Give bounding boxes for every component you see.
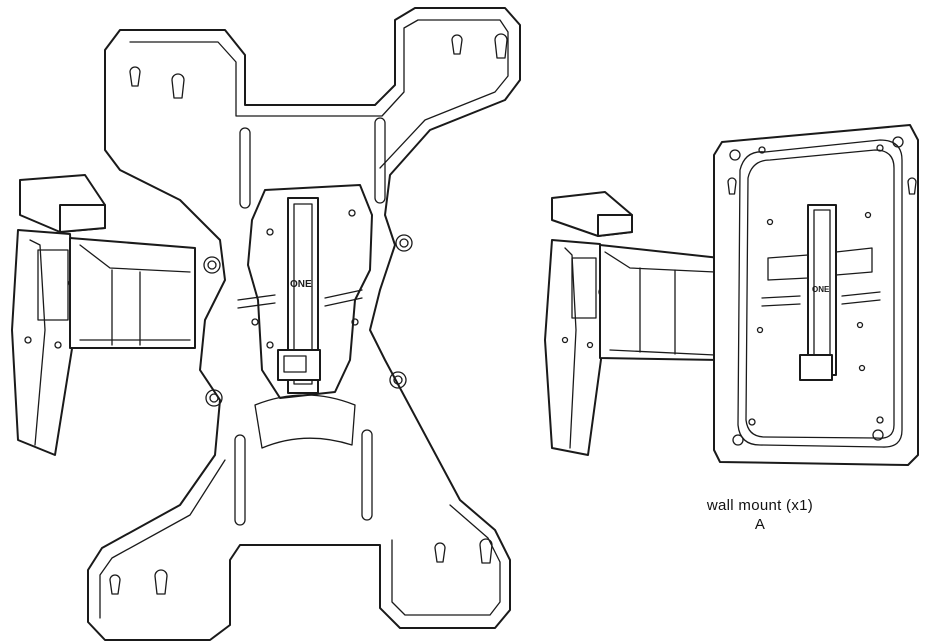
wall-bracket bbox=[11, 174, 106, 456]
swing-arm bbox=[69, 237, 196, 349]
keyhole-slots bbox=[109, 33, 508, 595]
part-letter-label: A bbox=[754, 516, 766, 533]
brand-logo-left: ONE bbox=[290, 279, 312, 290]
brand-logo-right: ONE bbox=[812, 285, 830, 294]
mounting-screws bbox=[203, 209, 413, 407]
vertical-slots bbox=[234, 117, 386, 526]
part-name-label: wall mount (x1) bbox=[706, 497, 814, 514]
wall-mount-angled-view: ONE bbox=[544, 124, 919, 466]
center-panel: ONE bbox=[237, 184, 373, 449]
